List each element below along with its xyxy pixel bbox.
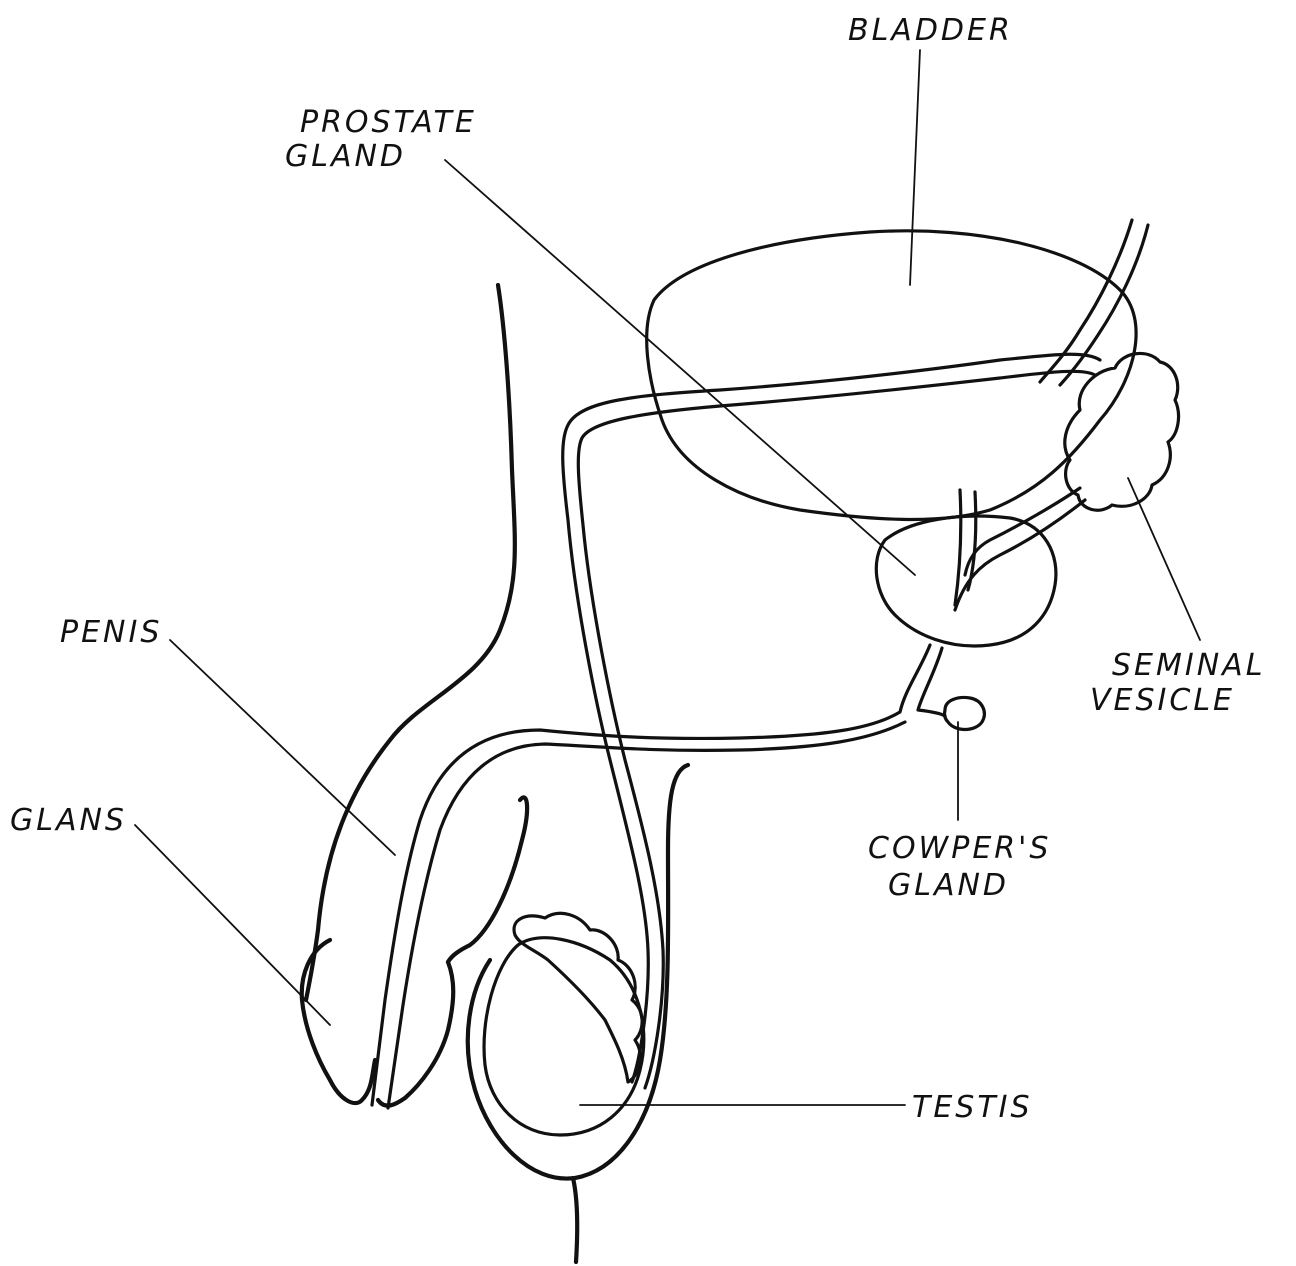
label-prostate-line1: PROSTATE [300, 105, 477, 140]
cowpers-gland [944, 698, 984, 730]
label-cowper-line1: COWPER'S [868, 831, 1051, 866]
label-bladder: BLADDER [848, 13, 1013, 48]
bladder-leader [910, 50, 920, 285]
urethra-top [955, 490, 961, 605]
label-seminal-line1: SEMINAL [1112, 648, 1265, 683]
urethra [372, 645, 930, 1105]
label-glans: GLANS [10, 803, 127, 838]
label-prostate-line2: GLAND [285, 139, 406, 174]
vas-deferens-inner [578, 371, 1095, 1088]
seminal-leader [1128, 478, 1200, 640]
ureter-inner [1060, 225, 1148, 385]
vas-deferens [563, 354, 1100, 1082]
penis-leader [170, 640, 395, 855]
prostate-gland [876, 516, 1056, 646]
label-seminal-line2: VESICLE [1090, 683, 1235, 718]
seminal-vesicle [1065, 353, 1179, 510]
glans-leader [135, 825, 330, 1025]
label-testis: TESTIS [912, 1090, 1033, 1125]
label-cowper-line2: GLAND [888, 868, 1009, 903]
perineum-line [573, 1178, 577, 1262]
label-penis: PENIS [60, 615, 162, 650]
ejaculatory-duct-inner [965, 488, 1080, 575]
glans-right [378, 962, 453, 1106]
